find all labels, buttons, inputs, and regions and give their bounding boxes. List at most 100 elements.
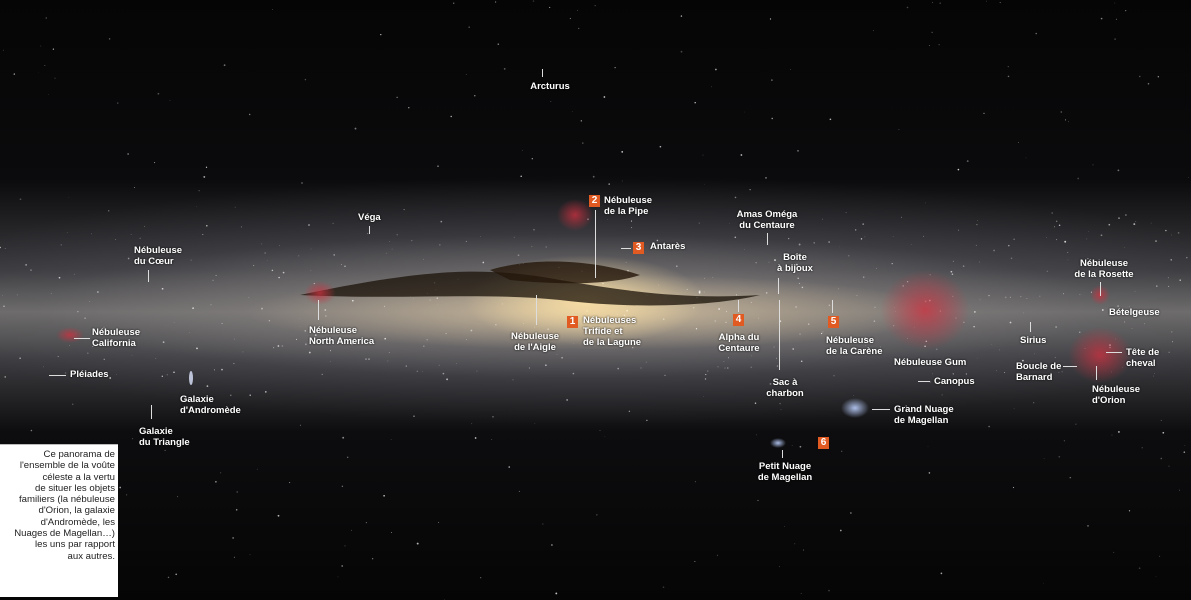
star bbox=[450, 115, 452, 118]
star bbox=[976, 223, 978, 226]
star bbox=[324, 309, 327, 311]
star bbox=[750, 366, 753, 369]
star bbox=[173, 371, 175, 374]
star bbox=[821, 218, 824, 220]
tick-canopus bbox=[918, 381, 930, 382]
star bbox=[975, 244, 977, 246]
star bbox=[974, 311, 976, 313]
star bbox=[103, 326, 105, 329]
star bbox=[119, 486, 122, 489]
star bbox=[92, 346, 94, 348]
dust-lane bbox=[300, 271, 760, 306]
star bbox=[513, 236, 515, 238]
star bbox=[423, 258, 424, 260]
label-arcturus: Arcturus bbox=[530, 81, 570, 92]
star bbox=[704, 378, 707, 380]
star bbox=[929, 45, 930, 46]
star bbox=[894, 358, 896, 360]
star bbox=[1168, 465, 1170, 467]
star bbox=[862, 223, 865, 225]
star bbox=[411, 239, 413, 242]
star bbox=[421, 370, 423, 372]
star bbox=[215, 274, 217, 277]
star bbox=[1117, 169, 1120, 172]
star bbox=[342, 436, 345, 439]
star bbox=[416, 542, 419, 545]
star bbox=[694, 481, 696, 483]
star bbox=[703, 291, 705, 293]
star bbox=[77, 311, 79, 313]
star bbox=[134, 187, 135, 189]
star bbox=[910, 244, 912, 246]
star bbox=[1114, 38, 1116, 40]
star bbox=[426, 338, 429, 341]
star bbox=[983, 112, 985, 115]
star bbox=[596, 514, 598, 516]
star bbox=[876, 267, 877, 269]
tick-orion-nebula bbox=[1096, 366, 1097, 380]
star bbox=[386, 252, 387, 254]
star bbox=[388, 240, 390, 242]
star bbox=[117, 102, 119, 104]
star bbox=[780, 408, 782, 410]
star bbox=[1056, 239, 1058, 241]
caption-box: Ce panorama de l'ensemble de la voûte cé… bbox=[0, 444, 118, 597]
star bbox=[594, 5, 596, 7]
star bbox=[242, 351, 244, 353]
star bbox=[860, 238, 863, 240]
star bbox=[86, 352, 89, 355]
star bbox=[213, 369, 216, 371]
star bbox=[979, 261, 981, 263]
star bbox=[248, 297, 250, 298]
star bbox=[813, 242, 815, 244]
star bbox=[1144, 323, 1146, 325]
star bbox=[561, 356, 563, 359]
star bbox=[727, 367, 729, 369]
star bbox=[951, 273, 954, 275]
star bbox=[68, 196, 70, 198]
label-large-magellanic-cloud: Grand Nuage de Magellan bbox=[894, 404, 954, 426]
star bbox=[480, 236, 481, 237]
star bbox=[215, 480, 217, 483]
star bbox=[988, 425, 990, 428]
star bbox=[124, 334, 127, 336]
label-gum-nebula: Nébuleuse Gum bbox=[894, 357, 967, 368]
star bbox=[155, 358, 157, 359]
star bbox=[799, 333, 801, 335]
star bbox=[1098, 258, 1100, 261]
star bbox=[139, 237, 141, 239]
star bbox=[645, 361, 647, 363]
marker-6: 6 bbox=[818, 437, 829, 449]
star bbox=[390, 439, 392, 440]
star bbox=[321, 373, 323, 376]
star bbox=[631, 227, 633, 229]
star bbox=[1008, 244, 1010, 247]
tick-california-nebula bbox=[74, 338, 90, 339]
star bbox=[1172, 341, 1174, 343]
star bbox=[1111, 434, 1113, 436]
star bbox=[900, 216, 903, 218]
star bbox=[726, 310, 728, 312]
star bbox=[621, 180, 623, 182]
star bbox=[249, 554, 251, 556]
star bbox=[1129, 306, 1130, 308]
star bbox=[932, 373, 934, 375]
star bbox=[1067, 259, 1069, 261]
star bbox=[423, 345, 425, 347]
star bbox=[304, 343, 307, 346]
star bbox=[1168, 285, 1170, 287]
tick-antares bbox=[621, 248, 631, 249]
star bbox=[3, 305, 5, 307]
star bbox=[299, 318, 301, 320]
star bbox=[906, 6, 909, 9]
star bbox=[1114, 2, 1116, 4]
star bbox=[880, 346, 881, 348]
star bbox=[571, 111, 573, 113]
star bbox=[0, 246, 1, 249]
star bbox=[131, 354, 133, 356]
star bbox=[384, 337, 387, 340]
star bbox=[784, 526, 785, 527]
star bbox=[465, 74, 467, 75]
star bbox=[281, 345, 284, 347]
star bbox=[471, 423, 473, 425]
